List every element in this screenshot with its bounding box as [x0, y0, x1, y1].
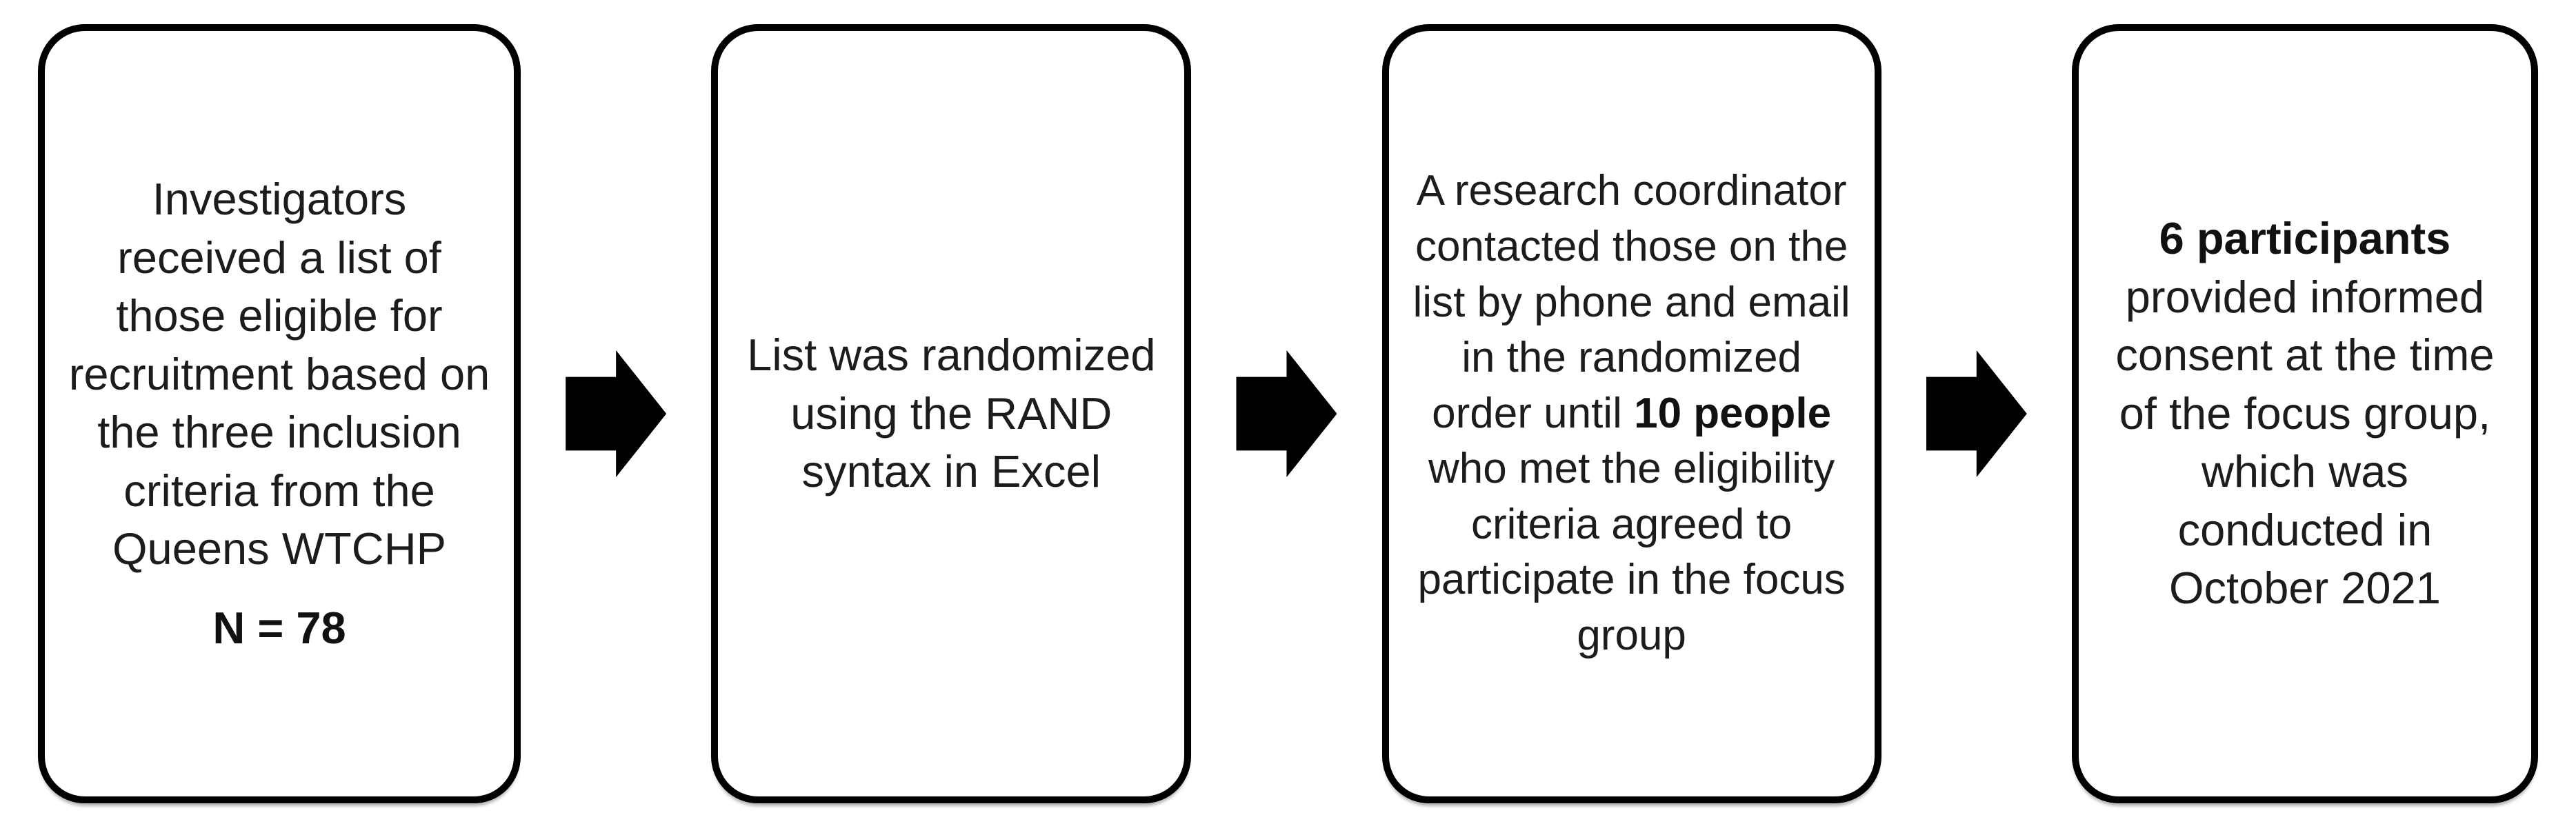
flow-step-3-count: 10 people [1634, 389, 1832, 437]
flow-step-2-text: List was randomized using the RAND synta… [740, 326, 1162, 501]
flow-step-3-text: A research coordinator contacted those o… [1411, 163, 1853, 663]
flow-step-4-text: 6 participants provided informed consent… [2101, 210, 2509, 618]
flow-step-1-box: Investigators received a list of those e… [38, 24, 521, 803]
flow-step-4-box: 6 participants provided informed consent… [2071, 24, 2538, 803]
flow-step-1-text: Investigators received a list of those e… [67, 170, 492, 657]
flow-step-3-body-before: A research coordinator contacted those o… [1412, 167, 1850, 437]
flow-step-3-body-after: who met the eligibility criteria agreed … [1417, 445, 1846, 660]
flow-step-1-sample-size: N = 78 [212, 602, 346, 653]
flow-step-3-box: A research coordinator contacted those o… [1381, 24, 1881, 803]
arrow-right-icon [1926, 350, 2027, 477]
flow-step-4-body-after: provided informed consent at the time of… [2115, 271, 2495, 614]
flow-step-4-count: 6 participants [2159, 213, 2451, 264]
arrow-right-icon [1236, 350, 1337, 477]
flow-step-1-body: Investigators received a list of those e… [68, 174, 490, 574]
flow-step-2-box: List was randomized using the RAND synta… [711, 24, 1192, 803]
arrow-right-icon [566, 350, 667, 477]
flow-step-2-body: List was randomized using the RAND synta… [747, 330, 1156, 497]
